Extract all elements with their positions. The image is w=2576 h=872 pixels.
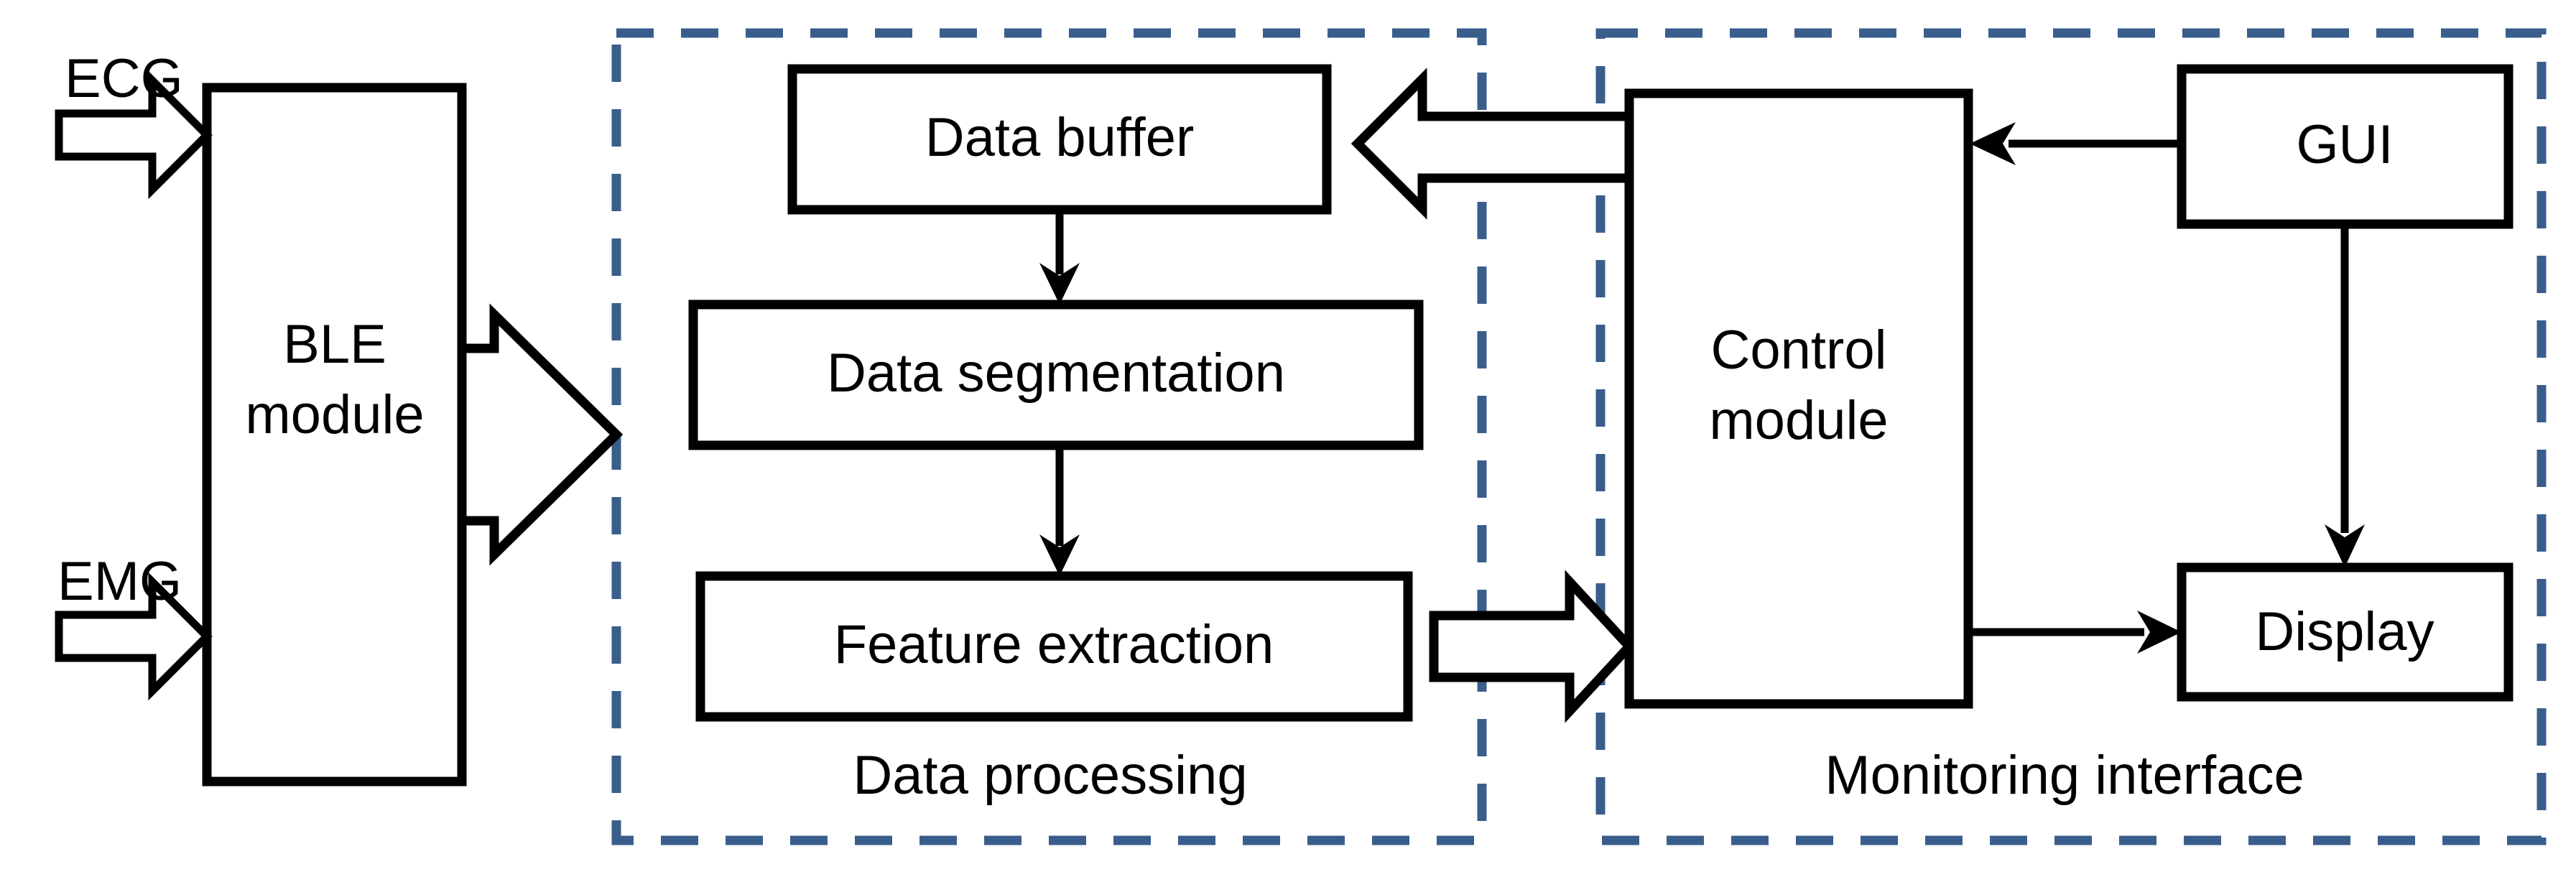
arrow-ecg-to-ble [55,70,213,200]
arrow-control-to-display-head [2137,611,2182,654]
arrow-gui-to-display-head [2325,524,2365,567]
arrow-segmentation-to-feature-head [1039,534,1080,576]
block-data-buffer[interactable] [787,64,1332,215]
arrow-gui-to-control-head [1970,122,2016,165]
block-ble-module[interactable] [202,83,467,787]
block-gui[interactable] [2177,64,2514,229]
block-control-module[interactable] [1624,88,1973,709]
arrow-buffer-to-segmentation-head [1039,263,1080,305]
block-feature-extraction[interactable] [695,571,1413,722]
arrow-ble-to-data-processing [457,303,624,566]
block-data-segmentation[interactable] [688,300,1424,450]
arrow-feature-to-control [1429,570,1636,723]
group-border-monitoring-interface [1595,28,2547,845]
block-display[interactable] [2177,562,2514,702]
arrow-emg-to-ble [55,572,213,701]
arrow-control-to-buffer-feedback [1350,68,1634,220]
